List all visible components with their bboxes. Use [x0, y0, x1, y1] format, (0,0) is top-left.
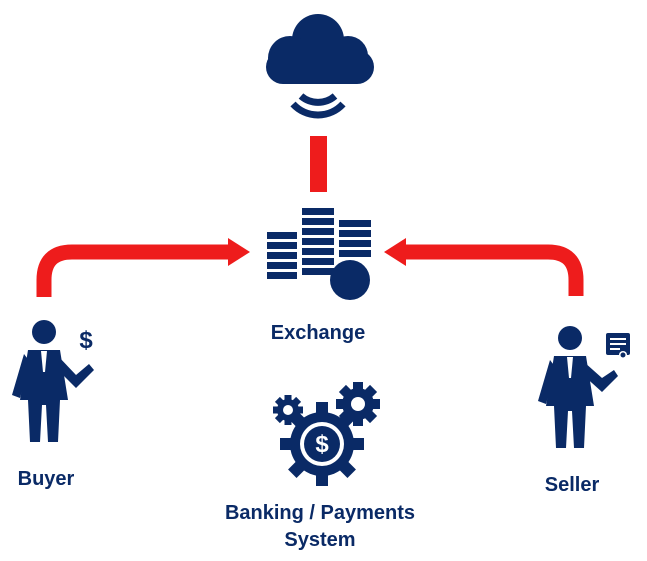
seller-label: Seller — [544, 474, 600, 496]
gears-dollar-icon: $ — [273, 382, 380, 486]
buyer-label: Buyer — [17, 468, 75, 490]
businessman-with-dollar-icon: $ — [12, 320, 94, 442]
banking-label-line2: System — [284, 529, 356, 551]
cloud-wifi-icon — [266, 14, 374, 119]
seller-to-exchange-arrow — [384, 238, 584, 296]
banking-payments-label: Banking / Payments System — [190, 500, 450, 554]
buyer-to-exchange-arrow — [36, 238, 250, 297]
svg-text:$: $ — [315, 431, 329, 458]
coin-stacks-icon — [267, 208, 371, 300]
cloud-exchange-connector — [310, 136, 327, 192]
exchange-label: Exchange — [270, 322, 366, 344]
svg-text:$: $ — [79, 327, 93, 354]
businessman-with-certificate-icon — [538, 326, 630, 448]
banking-label-line1: Banking / Payments — [224, 502, 416, 524]
